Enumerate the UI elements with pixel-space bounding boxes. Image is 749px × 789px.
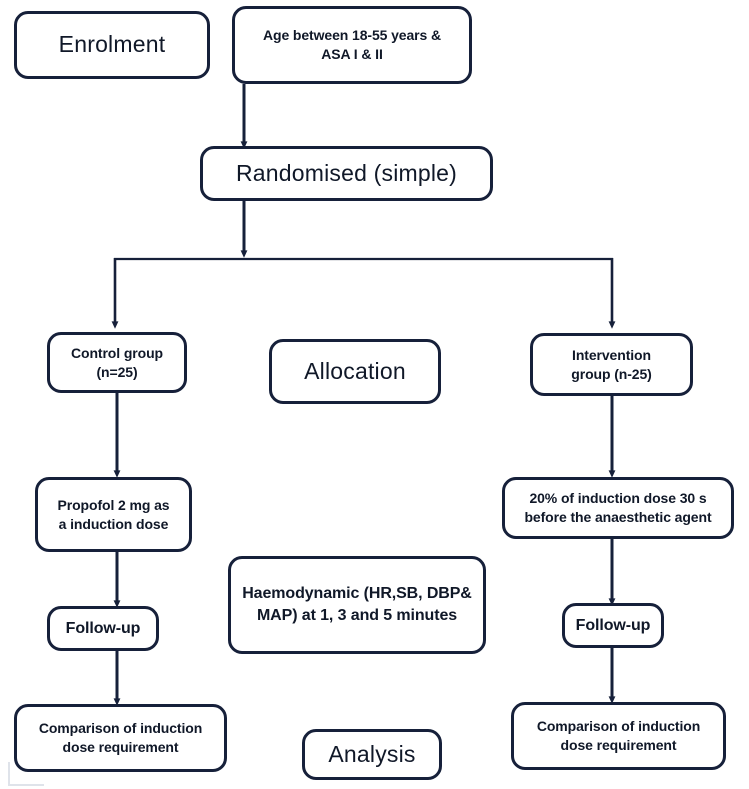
node-intervention-induction-dose: 20% of induction dose 30 s before the an… [502,477,734,539]
stage-label-enrolment: Enrolment [14,11,210,79]
node-intervention-comparison-text: Comparison of induction dose requirement [536,718,701,753]
node-eligibility-criteria-text: Age between 18-55 years & ASA I & II [262,27,442,62]
node-control-comparison: Comparison of induction dose requirement [14,704,227,772]
node-control-induction-dose-text: Propofol 2 mg as a induction dose [57,496,170,532]
stage-label-enrolment-text: Enrolment [58,31,166,58]
node-randomised: Randomised (simple) [200,146,493,201]
node-control-followup-text: Follow-up [65,619,141,637]
node-intervention-comparison: Comparison of induction dose requirement [511,702,726,770]
stage-label-analysis: Analysis [302,729,442,780]
node-haemodynamic-measurements-text: Haemodynamic (HR,SB, DBP& MAP) at 1, 3 a… [242,585,472,624]
stage-label-allocation-text: Allocation [304,357,406,384]
node-control-induction-dose: Propofol 2 mg as a induction dose [35,477,192,552]
node-randomised-text: Randomised (simple) [235,159,458,186]
node-intervention-induction-dose-text: 20% of induction dose 30 s before the an… [524,490,712,525]
node-intervention-followup: Follow-up [562,603,664,648]
node-control-followup: Follow-up [47,606,159,651]
node-control-comparison-text: Comparison of induction dose requirement [38,720,203,755]
node-haemodynamic-measurements: Haemodynamic (HR,SB, DBP& MAP) at 1, 3 a… [228,556,486,654]
node-intervention-group: Intervention group (n-25) [530,333,693,396]
node-control-group-text: Control group (n=25) [70,344,163,380]
scan-artifact [8,762,44,786]
stage-label-analysis-text: Analysis [328,740,416,767]
node-eligibility-criteria: Age between 18-55 years & ASA I & II [232,6,472,84]
node-intervention-followup-text: Follow-up [575,616,651,634]
node-intervention-group-text: Intervention group (n-25) [571,346,652,382]
node-control-group: Control group (n=25) [47,332,187,393]
stage-label-allocation: Allocation [269,339,441,404]
